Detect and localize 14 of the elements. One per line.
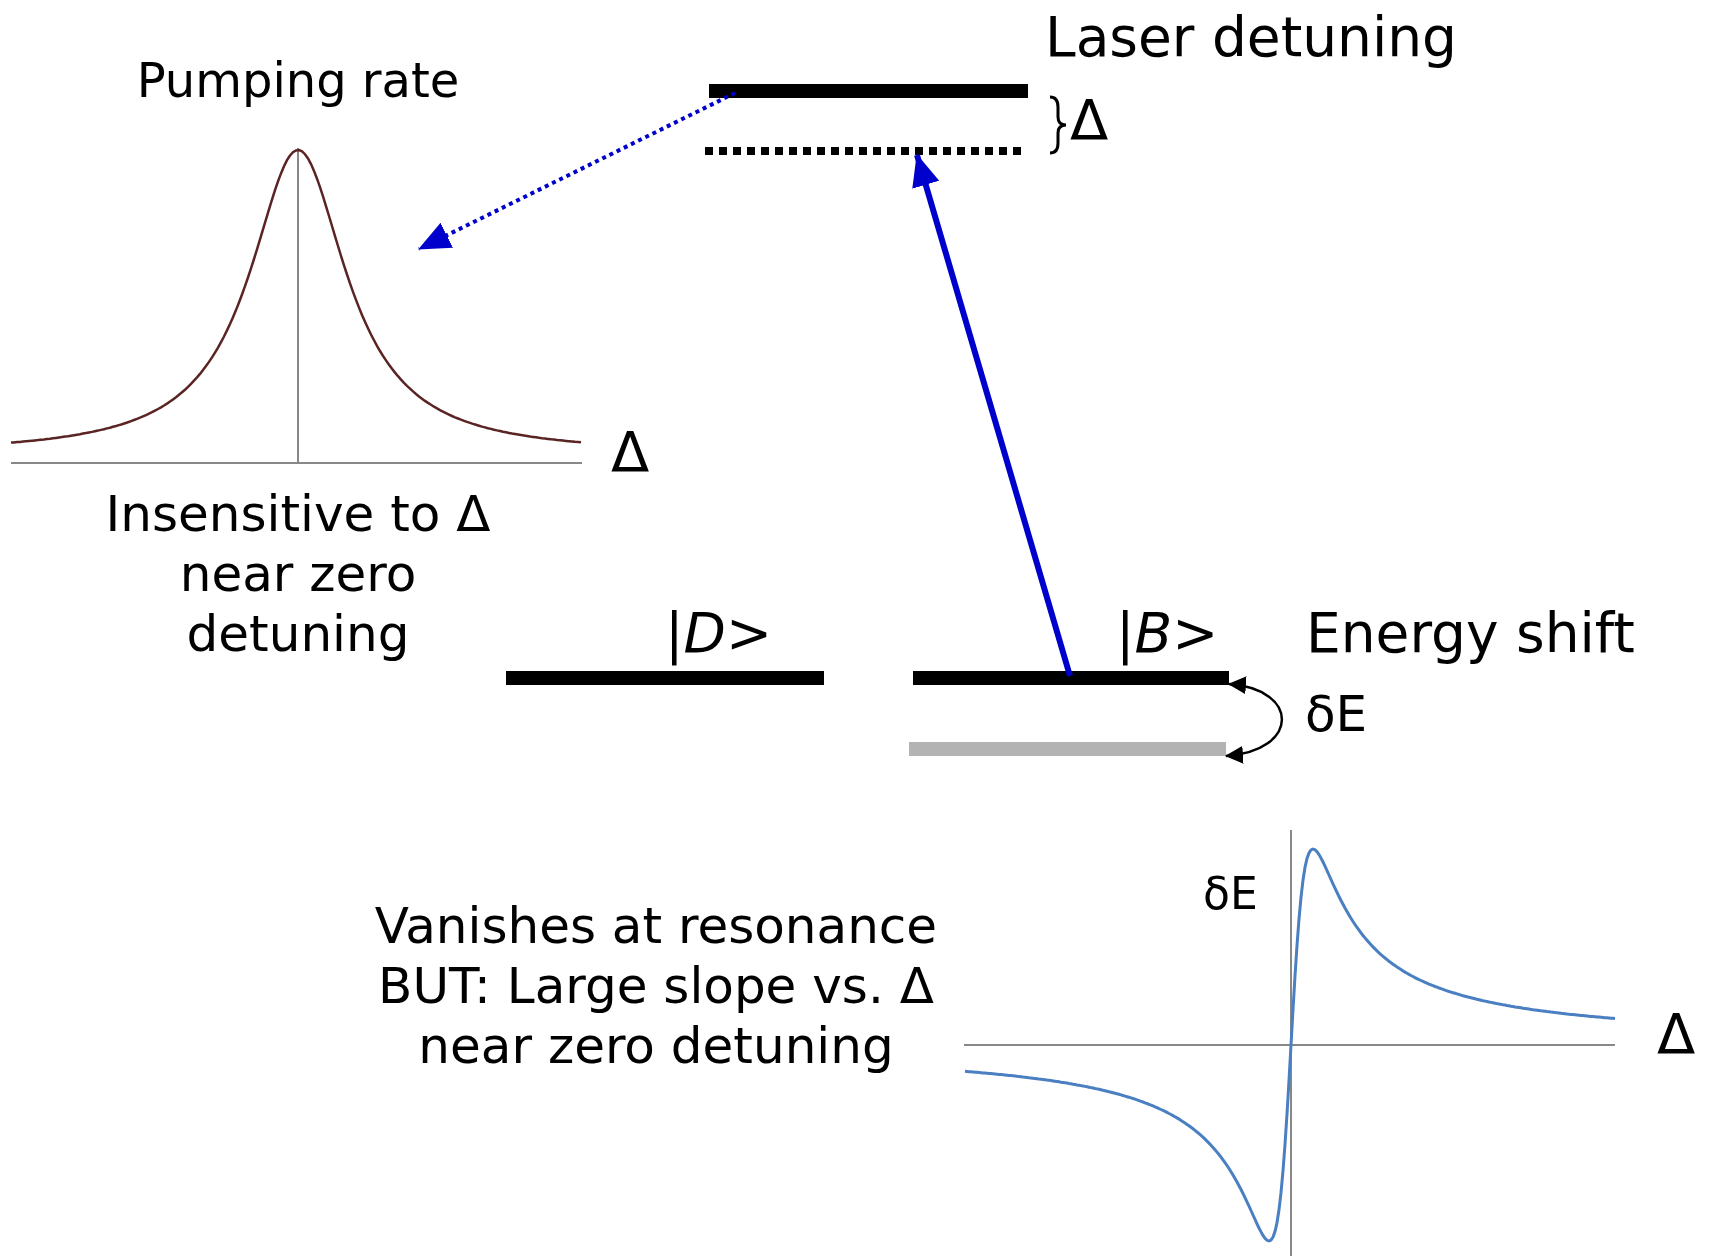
dotted-arrow bbox=[418, 91, 736, 251]
plot-title: Pumping rate bbox=[136, 52, 460, 110]
axis-label: δE bbox=[1203, 868, 1258, 921]
arrow bbox=[912, 154, 1073, 677]
axis-label: Δ bbox=[1657, 1000, 1696, 1068]
note-text: Insensitive to Δ near zero detuning bbox=[104, 484, 492, 664]
state-label: |B> bbox=[1116, 600, 1219, 666]
heading: Energy shift bbox=[1306, 600, 1635, 666]
state-label: |D> bbox=[665, 600, 772, 666]
note-text: Vanishes at resonance BUT: Large slope vs. Δ near zero detuning bbox=[373, 896, 939, 1076]
symbol-label: Δ bbox=[1070, 86, 1109, 154]
curved-arrow bbox=[1225, 677, 1283, 763]
axis-label: Δ bbox=[611, 418, 650, 486]
heading: Laser detuning bbox=[1045, 4, 1458, 70]
